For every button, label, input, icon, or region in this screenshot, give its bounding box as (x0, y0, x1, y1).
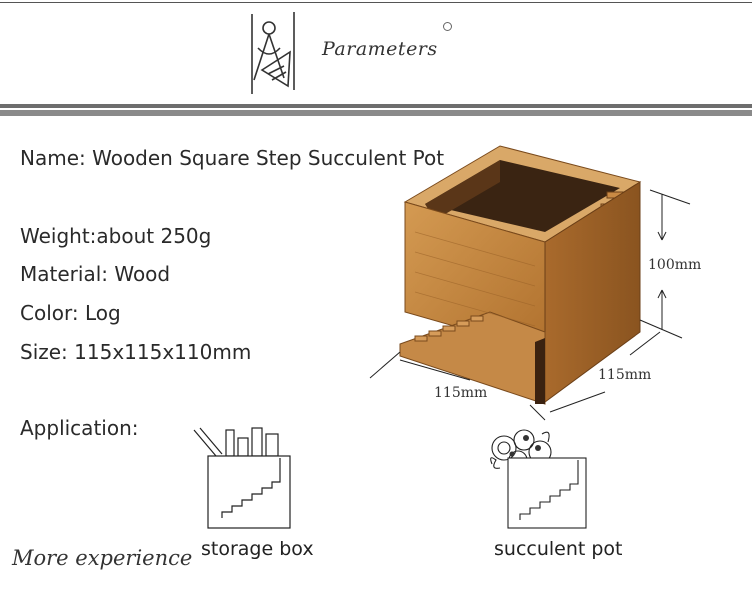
depth-dimension: 115mm (434, 385, 488, 401)
small-circle-mark (443, 22, 452, 31)
succulent-pot-sketch (490, 429, 587, 529)
spec-name: Name: Wooden Square Step Succulent Pot (20, 146, 445, 170)
spec-size: Size: 115x115x110mm (20, 340, 252, 364)
wooden-step-pot-image (399, 145, 642, 405)
spec-color: Color: Log (20, 301, 121, 325)
storage-box-caption: storage box (201, 538, 314, 560)
header-divider-top (0, 104, 752, 108)
storage-box-sketch (193, 427, 291, 529)
width-dimension: 115mm (598, 367, 652, 383)
header-divider-bottom (0, 110, 752, 116)
footer-tagline: More experience (12, 546, 193, 570)
dimension-lines (369, 189, 691, 421)
height-dimension: 100mm (648, 257, 702, 273)
drafting-compass-icon (251, 12, 295, 94)
page-title: Parameters (322, 38, 438, 60)
spec-weight: Weight:about 250g (20, 224, 212, 248)
succulent-pot-caption: succulent pot (494, 538, 623, 560)
top-rule (0, 2, 752, 3)
spec-application: Application: (20, 416, 139, 440)
spec-material: Material: Wood (20, 262, 171, 286)
